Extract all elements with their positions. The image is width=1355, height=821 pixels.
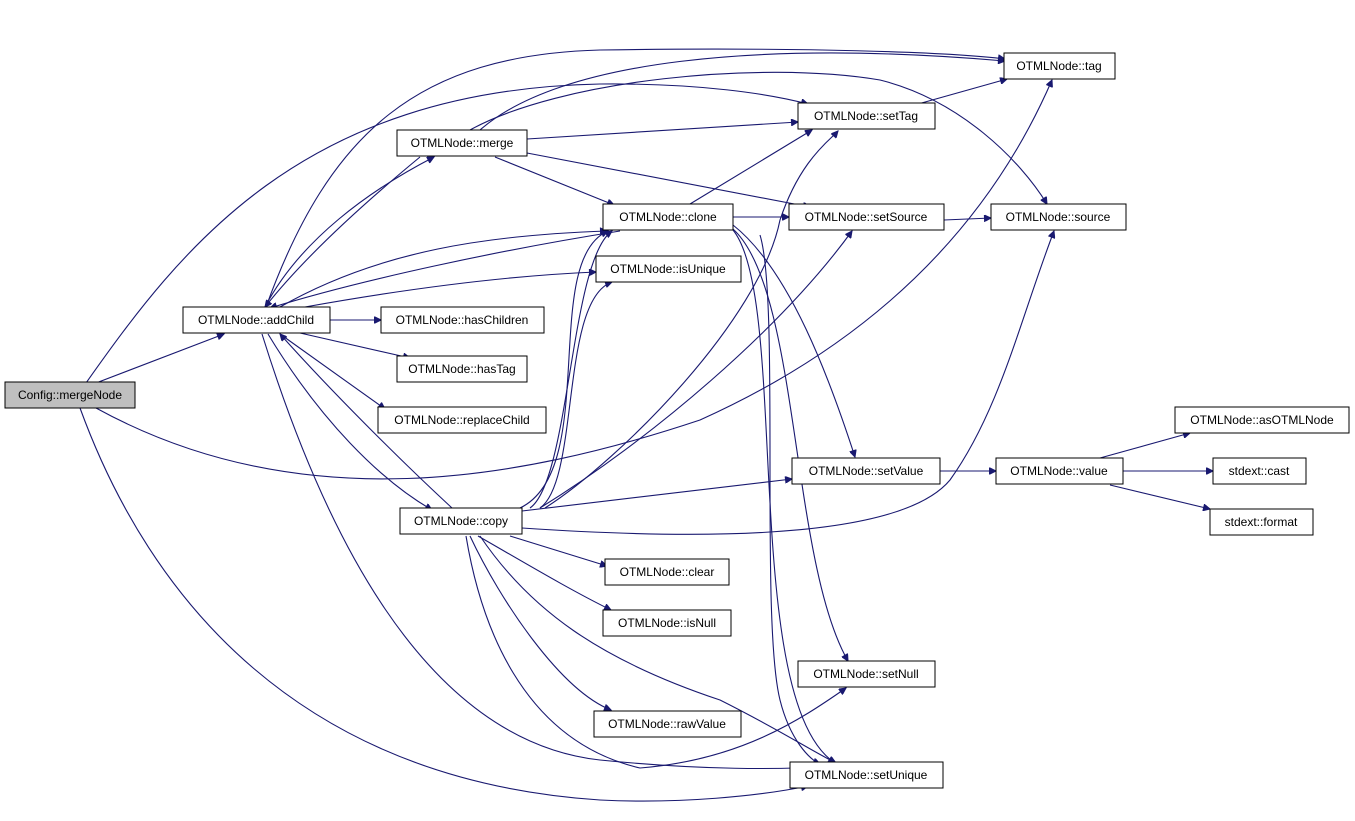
node-label: OTMLNode::merge <box>411 136 514 150</box>
node-label: OTMLNode::setUnique <box>805 768 928 782</box>
edge-addchild-isunique <box>304 272 596 308</box>
node-merge[interactable]: OTMLNode::merge <box>396 129 528 157</box>
node-label: OTMLNode::hasChildren <box>396 313 529 327</box>
edge-merge-addchild <box>265 156 421 307</box>
edge-merge-setsource <box>526 152 810 207</box>
node-label: OTMLNode::hasTag <box>408 362 515 376</box>
edge-addchild-copy <box>267 333 432 510</box>
edge-value-format <box>1109 484 1210 509</box>
node-label: OTMLNode::source <box>1006 210 1111 224</box>
edge-copy-rawvalue <box>469 535 611 710</box>
node-addchild[interactable]: OTMLNode::addChild <box>182 306 331 334</box>
node-isnull[interactable]: OTMLNode::isNull <box>602 609 732 637</box>
node-setsource[interactable]: OTMLNode::setSource <box>788 203 945 231</box>
edge-setsource-source <box>943 218 991 220</box>
node-label: OTMLNode::isUnique <box>610 262 726 276</box>
node-label: OTMLNode::clone <box>619 210 717 224</box>
edge-addchild-tag <box>265 48 1005 308</box>
edge-value-asotmlnode <box>1099 433 1190 459</box>
edge-copy-setunique <box>479 535 836 763</box>
node-setunique[interactable]: OTMLNode::setUnique <box>789 761 944 789</box>
edge-clone-settag <box>689 130 812 205</box>
edge-mergenode-setunique <box>79 407 808 802</box>
edges <box>79 48 1213 802</box>
edge-copy-addchild <box>280 334 453 509</box>
edge-addchild-setunique <box>261 333 835 768</box>
edge-mergenode-addchild <box>95 334 224 384</box>
edge-copy-clear <box>509 535 607 566</box>
node-label: OTMLNode::setTag <box>814 109 918 123</box>
edge-copy-isnull <box>477 535 611 610</box>
node-tag[interactable]: OTMLNode::tag <box>1003 52 1116 80</box>
node-label: OTMLNode::value <box>1010 464 1108 478</box>
node-settag[interactable]: OTMLNode::setTag <box>797 102 936 130</box>
node-setnull[interactable]: OTMLNode::setNull <box>797 660 936 688</box>
edge-clone-setnull <box>732 228 848 661</box>
node-format[interactable]: stdext::format <box>1209 508 1314 536</box>
node-label: Config::mergeNode <box>18 388 122 402</box>
edge-addchild-clone <box>279 231 607 308</box>
edge-addchild-hastag <box>299 332 410 358</box>
node-cast[interactable]: stdext::cast <box>1212 457 1307 485</box>
edge-copy-setsource <box>539 231 852 509</box>
edge-copy-isunique <box>539 282 612 509</box>
edge-merge-tag <box>479 52 1005 131</box>
node-label: OTMLNode::clear <box>620 565 715 579</box>
node-clone[interactable]: OTMLNode::clone <box>602 203 734 231</box>
node-hastag[interactable]: OTMLNode::hasTag <box>396 355 528 383</box>
edge-addchild-replacechild <box>279 333 385 409</box>
node-label: stdext::format <box>1225 515 1298 529</box>
edge-copy-setvalue <box>521 479 792 512</box>
edge-addchild-merge <box>264 157 434 308</box>
node-isunique[interactable]: OTMLNode::isUnique <box>595 255 742 283</box>
node-label: OTMLNode::setNull <box>813 667 918 681</box>
edge-copy-clone-2 <box>529 231 612 509</box>
node-label: OTMLNode::setValue <box>809 464 924 478</box>
edge-copy-settag <box>544 131 838 509</box>
edge-mergenode-tag <box>95 80 1052 480</box>
node-replacechild[interactable]: OTMLNode::replaceChild <box>377 406 547 434</box>
node-copy[interactable]: OTMLNode::copy <box>399 507 523 535</box>
node-rawvalue[interactable]: OTMLNode::rawValue <box>593 710 742 738</box>
node-source[interactable]: OTMLNode::source <box>990 203 1127 231</box>
node-label: OTMLNode::replaceChild <box>394 413 529 427</box>
edge-merge-source <box>469 71 1047 204</box>
node-label: OTMLNode::copy <box>414 514 508 528</box>
node-label: OTMLNode::isNull <box>618 616 716 630</box>
edge-copy-setnull <box>465 535 846 769</box>
node-label: stdext::cast <box>1229 464 1290 478</box>
edge-clone-setvalue <box>732 224 855 457</box>
edge-copy-source <box>521 231 1054 535</box>
node-setvalue[interactable]: OTMLNode::setValue <box>791 457 941 485</box>
edge-mergenode-settag <box>85 83 808 384</box>
node-asotmlnode[interactable]: OTMLNode::asOTMLNode <box>1174 406 1350 434</box>
node-label: OTMLNode::rawValue <box>608 717 726 731</box>
node-label: OTMLNode::asOTMLNode <box>1190 413 1334 427</box>
nodes: Config::mergeNode OTMLNode::addChild OTM… <box>4 52 1350 789</box>
node-config-mergenode[interactable]: Config::mergeNode <box>4 381 136 409</box>
node-label: OTMLNode::setSource <box>805 210 928 224</box>
node-haschildren[interactable]: OTMLNode::hasChildren <box>380 306 545 334</box>
node-label: OTMLNode::tag <box>1016 59 1101 73</box>
edge-merge-clone <box>494 156 614 205</box>
edge-clone-addchild <box>270 230 621 308</box>
node-label: OTMLNode::addChild <box>198 313 314 327</box>
edge-merge-settag <box>526 122 798 140</box>
node-clear[interactable]: OTMLNode::clear <box>604 558 730 586</box>
node-value[interactable]: OTMLNode::value <box>995 457 1124 485</box>
edge-settag-tag <box>917 79 1007 105</box>
edge-clone-isunique <box>759 234 820 764</box>
